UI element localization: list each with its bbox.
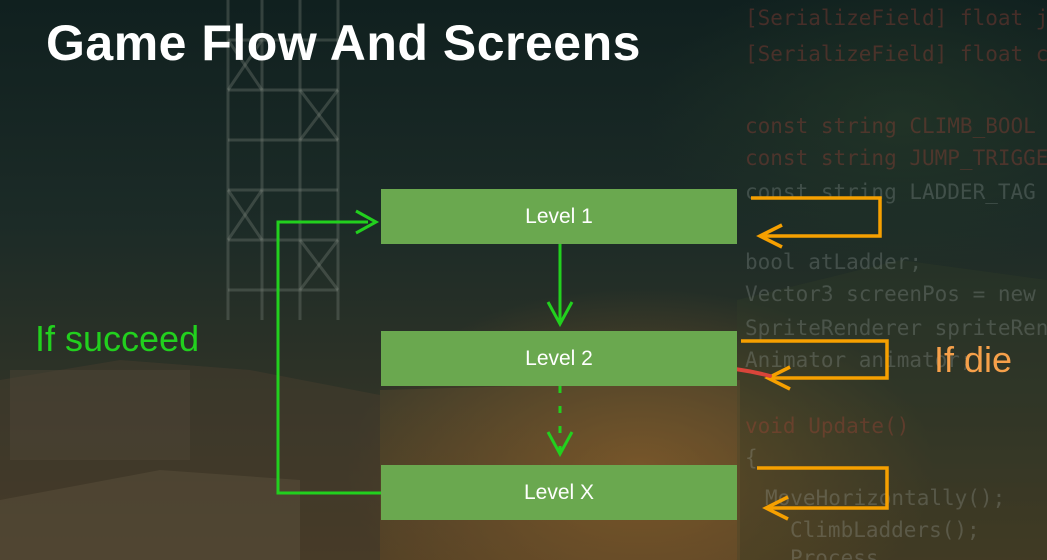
background-code-line: Vector3 screenPos = new [745,282,1036,306]
die-loop-arrow-level1 [751,196,882,249]
background-code-line: [SerializeField] float j [745,6,1047,30]
if-succeed-label: If succeed [35,318,200,359]
slide-title: Game Flow And Screens [46,15,641,71]
background-code-line: SpriteRenderer spriteRen [745,316,1047,340]
background-code-line: void Update() [745,414,910,438]
background-code-line: MoveHorizontally(); [765,486,1006,510]
succeed-loop-arrow [276,209,381,495]
level-x-label: Level X [523,480,595,504]
background-code-line: const string CLIMB_BOOL [745,114,1036,138]
background-code-line: bool atLadder; [745,250,923,274]
die-loop-arrow-level2 [741,339,889,391]
background-code-line: Process [790,546,879,560]
background-code-line: [SerializeField] float c [745,42,1047,66]
level-1-box: Level 1 [381,189,737,244]
level-1-label: Level 1 [525,204,593,228]
level-2-box: Level 2 [381,331,737,386]
level2-to-levelx-dotted-arrow [546,386,574,458]
background-code-line: Animator animator; [745,348,973,372]
level1-to-level2-arrow [546,244,574,328]
background-code-line: const string JUMP_TRIGGE [745,146,1047,170]
level-2-label: Level 2 [525,346,593,370]
die-loop-arrow-levelx [757,466,889,521]
if-die-label: If die [934,339,1013,380]
background-code-line: ClimbLadders(); [790,518,980,542]
level-x-box: Level X [381,465,737,520]
background-code-line: { [745,446,758,470]
background-code-line: const string LADDER_TAG [745,180,1036,204]
